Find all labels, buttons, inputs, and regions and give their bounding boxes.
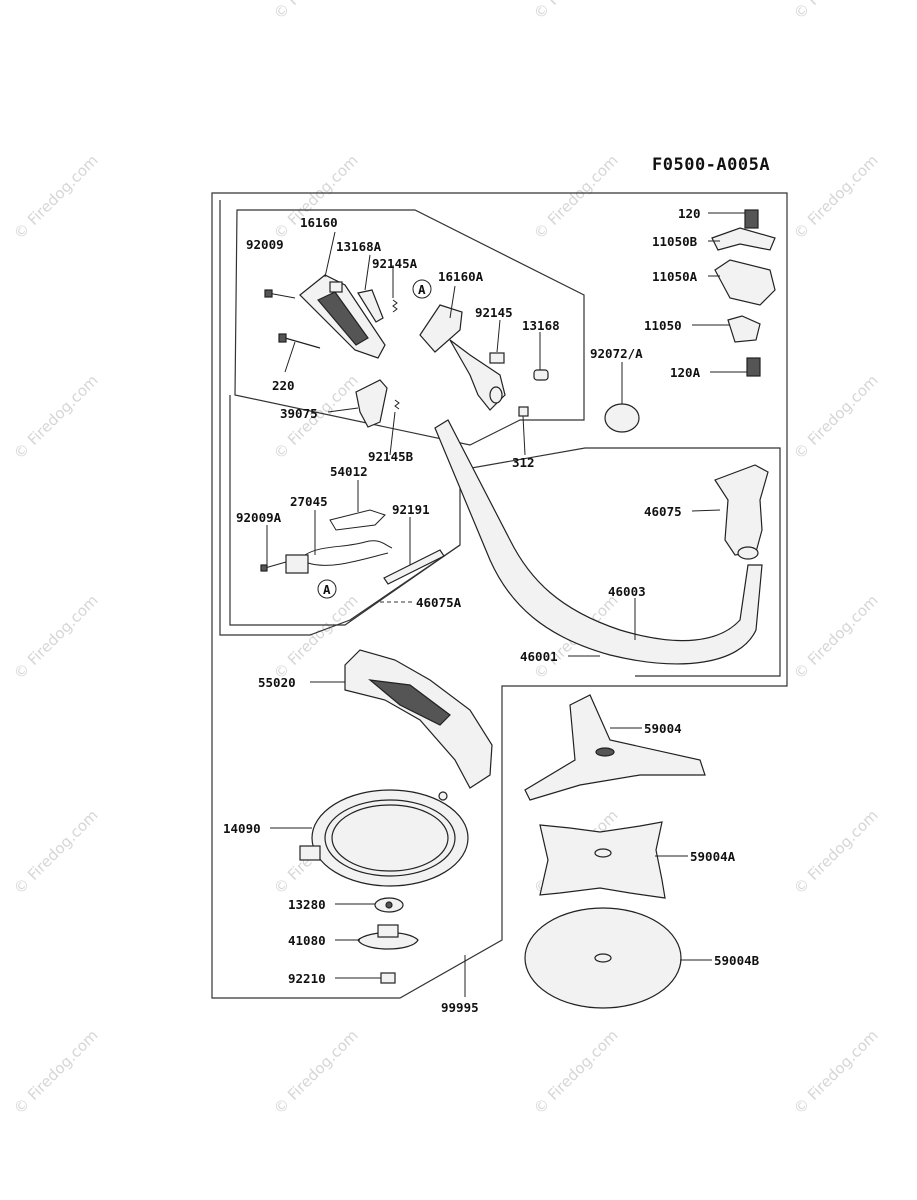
bolt-220: [278, 333, 321, 349]
wire-54012: [329, 509, 386, 531]
watermark: © Firedog.com: [10, 591, 102, 683]
screw-92009: [264, 289, 296, 299]
watermark: © Firedog.com: [10, 151, 102, 243]
part-label: 46003: [608, 584, 646, 599]
part-label: 14090: [223, 821, 261, 836]
part-label: 55020: [258, 675, 296, 690]
part-label: 13168A: [336, 239, 382, 254]
watermark: © Firedog.com: [270, 0, 362, 23]
holder-41080: [357, 924, 419, 950]
part-label: 92191: [392, 502, 430, 517]
wiring-subframe: [229, 395, 461, 626]
part-label: 99995: [441, 1000, 479, 1015]
washer-13280: [374, 897, 404, 913]
part-labels: 16160 92009 13168A 92145A 16160A 92145 1…: [223, 206, 760, 1015]
leaders: [266, 212, 747, 997]
part-label: 46075: [644, 504, 682, 519]
part-label: 92145: [475, 305, 513, 320]
blade-59004B: [524, 907, 682, 1009]
nut-312: [518, 406, 529, 417]
guard-55020: [344, 649, 493, 789]
part-label: 11050: [644, 318, 682, 333]
button-13168: [533, 369, 549, 381]
part-label: 92009A: [236, 510, 282, 525]
part-label: 46075A: [416, 595, 462, 610]
watermark: © Firedog.com: [790, 371, 882, 463]
part-label: 92145B: [368, 449, 414, 464]
callout-a-bottom: A: [323, 582, 331, 597]
part-label: 92072/A: [590, 346, 643, 361]
lock-lever-39075: [355, 379, 388, 428]
part-label: 59004: [644, 721, 682, 736]
switch-harness-27045: [285, 540, 393, 574]
watermark: © Firedog.com: [790, 591, 882, 683]
nylon-cutter-head-14090: [299, 789, 469, 887]
callout-a-top: A: [418, 282, 426, 297]
part-label: 11050A: [652, 269, 698, 284]
lever-13168A: [357, 289, 384, 323]
part-label: 120: [678, 206, 701, 221]
part-label: 59004A: [690, 849, 736, 864]
part-label: 312: [512, 455, 535, 470]
screw-92009A: [260, 561, 287, 572]
handle-assembly-frame: [219, 200, 781, 677]
watermark: © Firedog.com: [10, 806, 102, 898]
bolt-120A: [746, 357, 761, 377]
part-label: 16160: [300, 215, 338, 230]
part-label: 16160A: [438, 269, 484, 284]
part-label: 220: [272, 378, 295, 393]
watermark: © Firedog.com: [530, 1026, 622, 1118]
part-label: 54012: [330, 464, 368, 479]
clamp-11050: [727, 315, 761, 343]
clamp-assembly: [711, 209, 776, 377]
blade-59004: [524, 694, 706, 801]
watermark: © Firedog.com: [530, 0, 622, 23]
part-label: 41080: [288, 933, 326, 948]
callout-circle: [412, 279, 432, 299]
spring-92145A: [392, 299, 398, 313]
part-label: 92145A: [372, 256, 418, 271]
part-label: 13280: [288, 897, 326, 912]
watermark: © Firedog.com: [270, 1026, 362, 1118]
throttle-grip-16160: [299, 274, 386, 359]
watermark: © Firedog.com: [10, 1026, 102, 1118]
handle-pipe-46003: [434, 419, 763, 665]
callout-circle: [317, 579, 337, 599]
watermark: © Firedog.com: [790, 0, 882, 23]
part-label: 59004B: [714, 953, 760, 968]
part-label: 120A: [670, 365, 701, 380]
part-label: 46001: [520, 649, 558, 664]
spring-92145B: [394, 399, 400, 410]
watermark: © Firedog.com: [790, 151, 882, 243]
band-92072: [604, 403, 640, 433]
part-label: 92210: [288, 971, 326, 986]
part-label: 11050B: [652, 234, 698, 249]
grip-subframe: [234, 209, 585, 446]
bolt-120: [744, 209, 759, 229]
grip-half-16160A: [419, 304, 506, 411]
part-label: 27045: [290, 494, 328, 509]
nut-92210: [380, 972, 396, 984]
watermark: © Firedog.com: [10, 371, 102, 463]
part-label: 13168: [522, 318, 560, 333]
watermark: © Firedog.com: [790, 1026, 882, 1118]
tube-92191: [383, 549, 445, 585]
spring-92145: [489, 352, 505, 364]
rear-grip-46075: [714, 464, 769, 560]
part-label: 39075: [280, 406, 318, 421]
part-label: 92009: [246, 237, 284, 252]
watermark: © Firedog.com: [790, 806, 882, 898]
clamp-11050B: [711, 227, 776, 251]
clamp-11050A: [714, 259, 776, 306]
watermark: © Firedog.com: [530, 151, 622, 243]
outer-frame: [211, 192, 788, 999]
blade-59004A: [539, 821, 666, 899]
diagram-code: F0500-A005A: [652, 155, 770, 175]
